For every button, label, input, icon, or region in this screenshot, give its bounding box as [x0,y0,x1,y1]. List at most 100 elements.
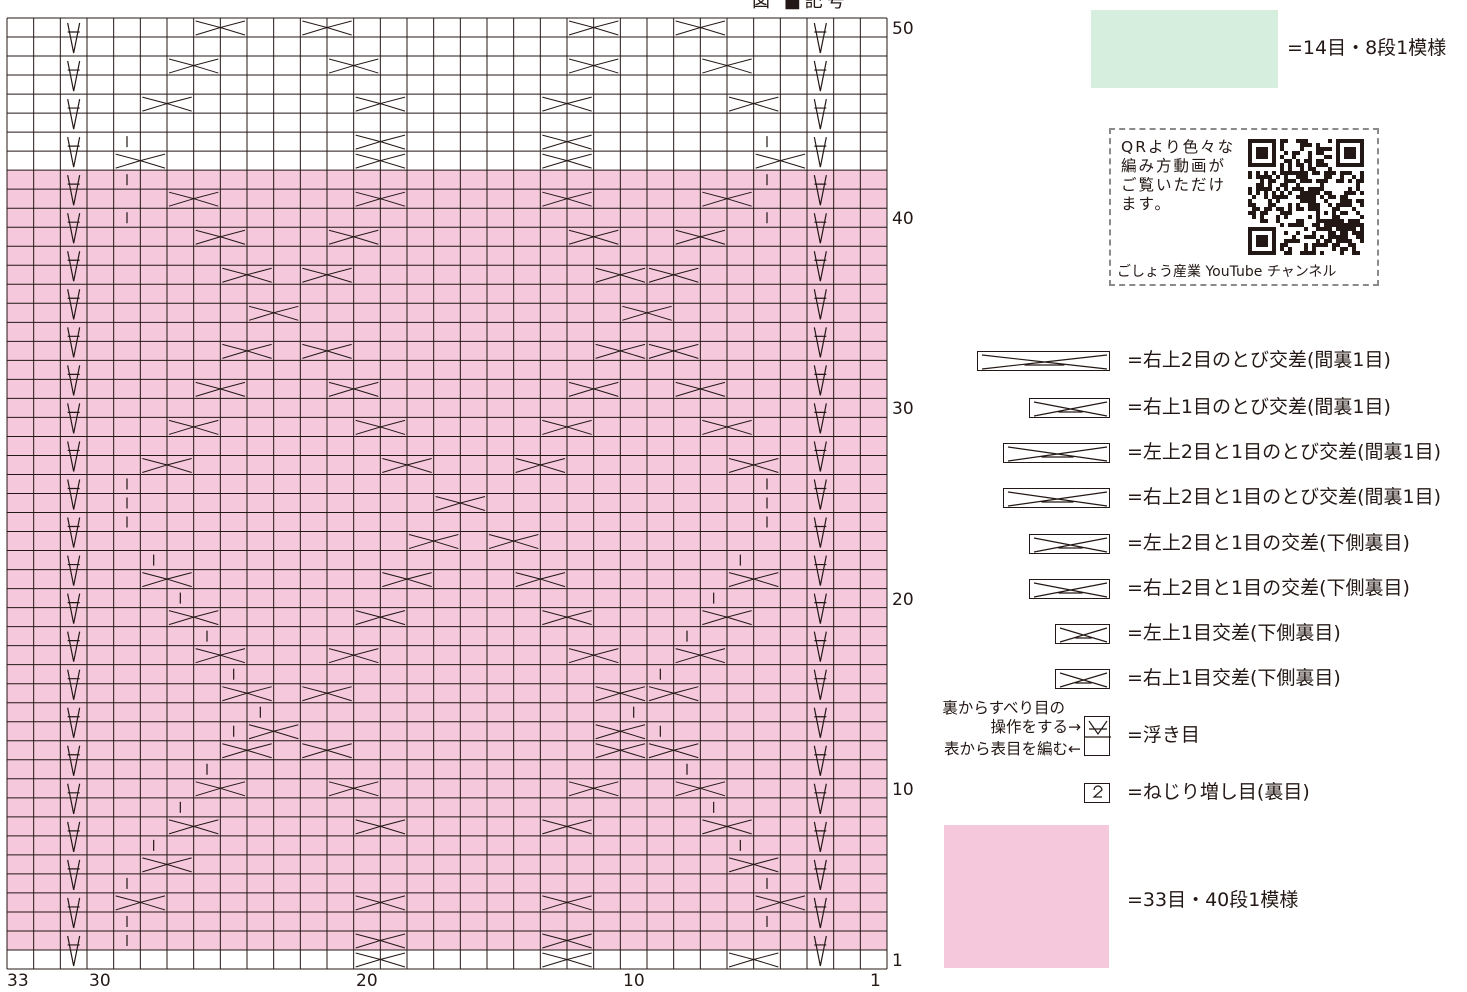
qr-module [1296,175,1300,179]
cross-stitch-mark [142,457,192,473]
cross-stitch-mark [355,134,406,150]
float-stitch-mark [813,707,827,738]
left-cross-2-1-icon-path [1033,537,1108,553]
qr-module [1324,239,1328,243]
qr-module [1260,175,1264,179]
qr-module [1288,167,1292,171]
float-stitch-mark [67,517,81,548]
float-stitch-mark [67,251,81,282]
qr-module [1264,171,1268,175]
qr-module [1260,215,1264,219]
qr-module [1256,183,1260,187]
qr-module [1332,211,1336,215]
cross-stitch-mark [728,96,779,112]
float-stitch-mark [67,98,81,130]
qr-module [1300,219,1304,223]
qr-module [1296,195,1300,199]
cross-stitch-mark [542,610,592,626]
qr-module [1296,219,1300,223]
qr-module [1304,251,1308,255]
qr-description: QRより色々な編み方動画がご覧いただけます。 [1121,138,1236,213]
qr-module [1288,171,1292,175]
qr-module [1336,223,1340,227]
float-stitch-mark [67,403,81,434]
float-stitch-mark [67,22,81,54]
qr-module [1344,191,1348,195]
qr-module [1336,243,1340,247]
cross-stitch-mark [568,781,619,797]
qr-module [1320,147,1324,151]
left-cross-1-icon [1055,624,1110,644]
qr-module [1316,207,1320,211]
qr-module [1300,191,1304,195]
qr-module [1324,219,1328,223]
qr-module [1288,191,1292,195]
float-note-line1: 裏からすべり目の [942,699,1065,717]
float-stitch-mark [67,631,81,662]
qr-module [1292,239,1296,243]
qr-module [1296,151,1300,155]
qr-module [1324,163,1328,167]
float-stitch-mark [67,365,81,396]
qr-module [1308,163,1312,167]
float-stitch-mark [813,22,827,54]
cross-stitch-mark [595,743,646,759]
qr-panel: QRより色々な編み方動画がご覧いただけます。 ごしょう産業 YouTube チャ… [1109,128,1379,286]
qr-module [1300,147,1304,151]
qr-module [1300,143,1304,147]
qr-module [1308,167,1312,171]
qr-module [1260,187,1264,191]
qr-module [1344,247,1348,251]
qr-module [1304,235,1308,239]
left-cross-2-1-icon-glyph [1033,537,1108,553]
cross-stitch-mark [568,381,619,397]
qr-module [1340,211,1344,215]
float-note-line2: 操作をする→ [990,718,1082,736]
qr-module [1308,207,1312,211]
qr-module [1308,251,1312,255]
green-repeat-swatch [1091,10,1278,88]
cross-stitch-mark [595,267,646,283]
qr-module [1252,215,1256,219]
qr-module [1304,139,1308,143]
qr-module [1324,211,1328,215]
qr-module [1324,223,1328,227]
qr-module [1296,187,1300,191]
qr-module [1280,147,1284,151]
qr-module [1324,191,1328,195]
qr-module [1348,243,1352,247]
qr-module [1344,239,1348,243]
qr-code-icon [1248,139,1364,255]
qr-module [1356,183,1360,187]
qr-module [1320,243,1324,247]
qr-module [1304,243,1308,247]
cross-stitch-mark [222,343,272,359]
symbol-label: =右上1目交差(下側裏目) [1127,667,1341,689]
qr-module [1300,139,1304,143]
qr-module [1248,187,1252,191]
qr-module [1356,223,1360,227]
cross-stitch-mark [115,153,166,169]
cross-stitch-mark [355,895,406,911]
qr-module [1328,235,1332,239]
qr-module [1308,191,1312,195]
qr-module [1276,187,1280,191]
qr-module [1336,219,1340,223]
float-stitch-mark [67,555,81,586]
qr-module [1308,235,1312,239]
qr-module [1340,247,1344,251]
cross-stitch-mark [355,96,406,112]
chart-grid [6,17,888,970]
qr-module [1272,191,1276,195]
qr-module [1284,239,1288,243]
cross-stitch-mark [542,895,592,911]
qr-module [1300,163,1304,167]
qr-module [1320,219,1324,223]
cross-stitch-mark [355,419,406,435]
qr-module [1312,207,1316,211]
float-stitch-mark [813,555,827,586]
cross-1-1-skip-icon-path [1033,401,1108,417]
qr-module [1332,207,1336,211]
qr-module [1252,195,1256,199]
pink-repeat-label: =33目・40段1模様 [1127,889,1299,911]
